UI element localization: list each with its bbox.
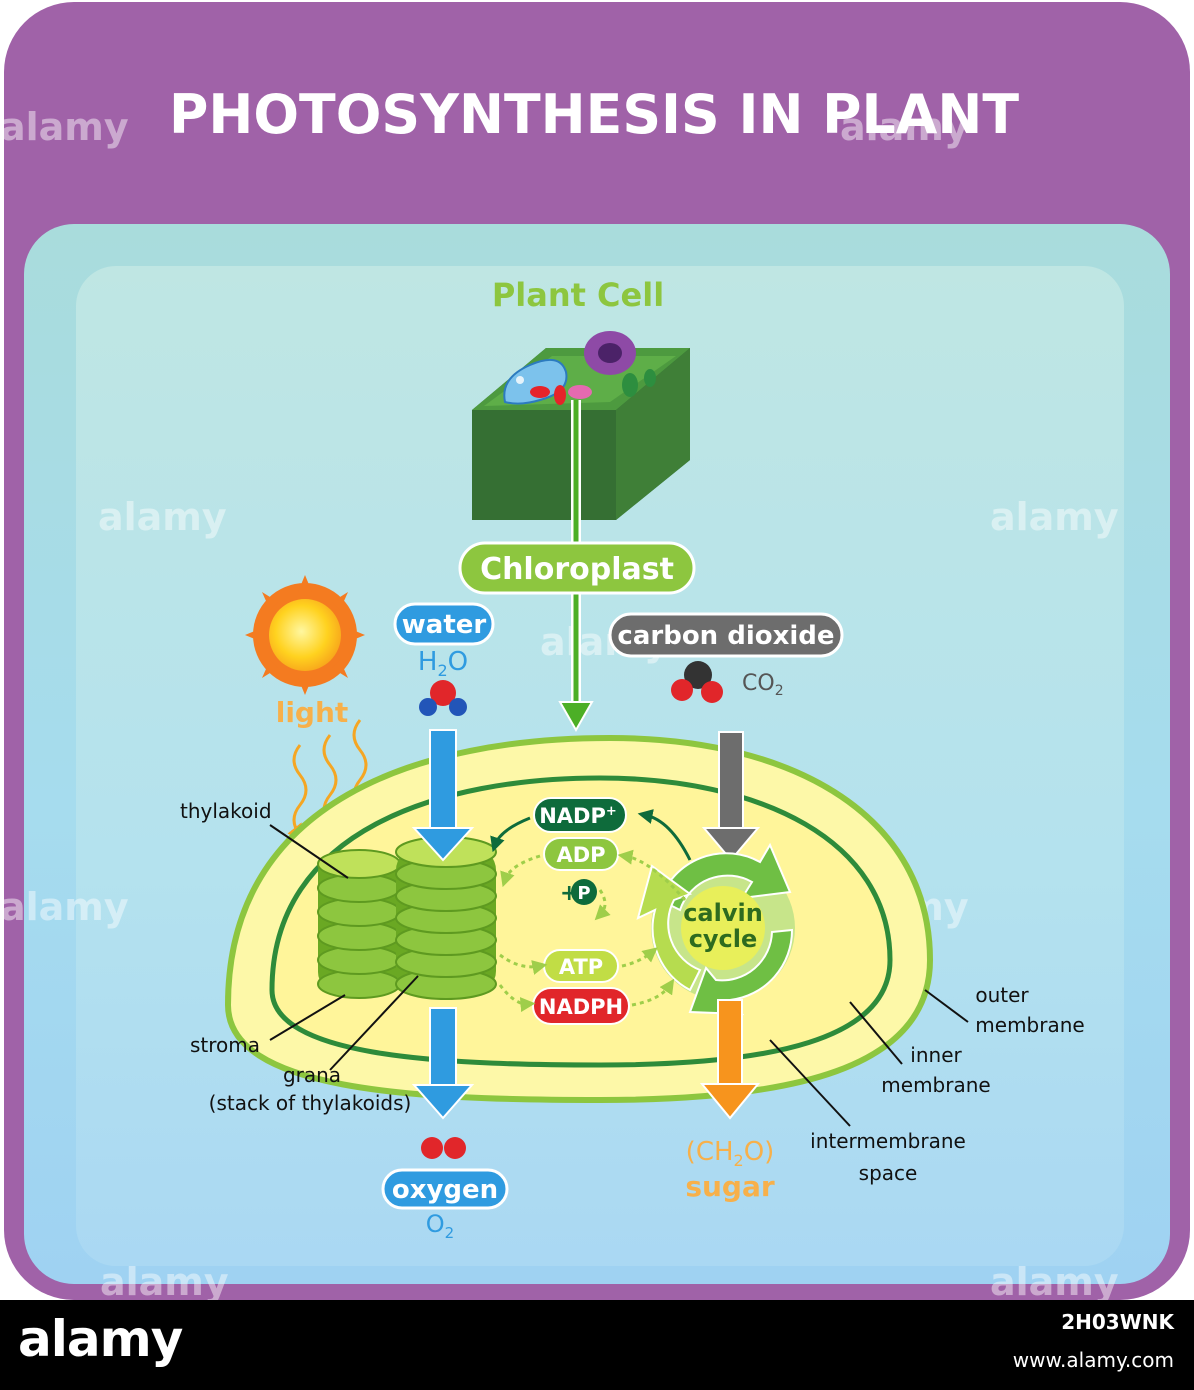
oxygen-out-arrow — [411, 1007, 475, 1120]
outer-membrane-label-line1: outer — [975, 983, 1029, 1007]
leader-lines — [269, 824, 969, 1127]
water-formula: H2O — [418, 647, 468, 680]
adp-pill: ADP — [543, 837, 619, 871]
stock-footer: alamy 2H03WNK www.alamy.com — [0, 1300, 1194, 1390]
sugar-formula: (CH2O) — [686, 1137, 775, 1170]
watermark: alamy — [990, 1260, 1119, 1304]
thylakoid-stack-small — [317, 849, 401, 999]
co2-in-arrow — [701, 731, 761, 862]
sugar-out-arrow — [699, 999, 761, 1120]
watermark: alamy — [990, 495, 1119, 539]
oxygen-pill: oxygen — [381, 1168, 509, 1210]
cycle-arrows — [490, 809, 692, 1013]
water-pill: water — [393, 602, 495, 646]
calvin-cycle-icon: calvin cycle — [636, 842, 795, 1016]
plant-cell-label: Plant Cell — [492, 276, 664, 314]
atp-pill: ATP — [543, 949, 619, 983]
oxygen-molecule-icon — [421, 1137, 466, 1159]
calvin-cycle-label-line2: cycle — [689, 925, 758, 953]
watermark: alamy — [0, 885, 129, 929]
page-title: PHOTOSYNTHESIS IN PLANT — [169, 83, 1019, 146]
calvin-cycle-label-line1: calvin — [683, 899, 763, 927]
sugar-label: sugar — [685, 1170, 775, 1203]
water-label: water — [402, 610, 487, 640]
stock-image-id: 2H03WNK — [1061, 1310, 1174, 1334]
adp-label: ADP — [556, 843, 605, 867]
oxygen-label: oxygen — [392, 1175, 498, 1205]
watermark: alamy — [0, 105, 129, 149]
co2-label: carbon dioxide — [617, 621, 834, 651]
nadp-label: NADP+ — [539, 804, 617, 828]
grana-label-line2: (stack of thylakoids) — [209, 1091, 412, 1115]
phosphate-badge: P — [571, 879, 597, 905]
grana-stack — [395, 836, 497, 1000]
light-label: light — [276, 696, 349, 729]
nadph-pill: NADPH — [532, 987, 630, 1025]
intermembrane-label-line1: intermembrane — [810, 1129, 966, 1153]
water-molecule-icon — [419, 680, 467, 716]
stock-site: www.alamy.com — [1012, 1348, 1174, 1372]
intermembrane-label-line2: space — [859, 1161, 918, 1185]
atp-label: ATP — [559, 955, 603, 979]
co2-molecule-icon — [671, 661, 723, 703]
stock-brand-logo: alamy — [18, 1310, 183, 1368]
chloroplast-label: Chloroplast — [480, 552, 674, 587]
nadph-label: NADPH — [539, 995, 623, 1019]
watermark: alamy — [100, 1260, 229, 1304]
water-in-arrow — [411, 729, 475, 862]
inner-membrane-label-line1: inner — [910, 1043, 962, 1067]
co2-pill: carbon dioxide — [608, 612, 844, 658]
grana-label-line1: grana — [283, 1063, 341, 1087]
oxygen-formula: O2 — [426, 1210, 454, 1242]
sun-icon — [245, 575, 365, 695]
co2-formula: CO2 — [742, 671, 784, 699]
watermark: alamy — [98, 495, 227, 539]
nadp-pill: NADP+ — [533, 797, 627, 833]
stroma-label: stroma — [190, 1033, 260, 1057]
plant-cell-icon — [472, 331, 690, 520]
thylakoid-label: thylakoid — [180, 799, 272, 823]
outer-membrane-label-line2: membrane — [975, 1013, 1084, 1037]
phosphate-label: P — [577, 883, 590, 904]
chloroplast-pill: Chloroplast — [458, 541, 696, 595]
watermark: alamy — [840, 105, 969, 149]
inner-membrane-label-line2: membrane — [881, 1073, 990, 1097]
